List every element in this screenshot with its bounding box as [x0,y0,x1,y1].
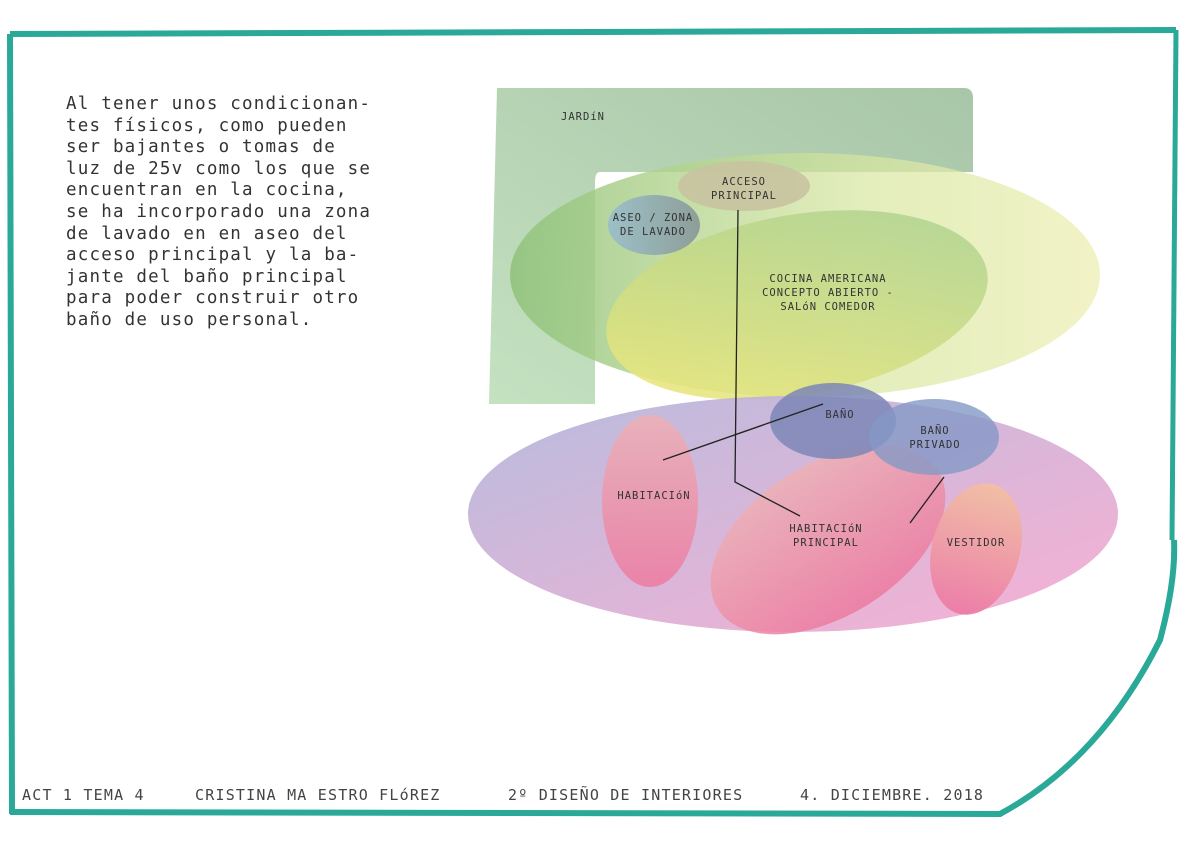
zone-vestidor [930,483,1022,615]
label-bano-privado-2: PRIVADO [909,439,960,451]
label-cocina-3: SALóN COMEDOR [780,301,875,313]
footer-course: 2º DISEÑO DE INTERIORES [508,786,744,804]
zone-cocina [606,210,988,400]
label-acceso-1: ACCESO [722,176,766,188]
label-aseo-2: DE LAVADO [620,226,686,238]
label-bano: BAÑO [825,408,854,421]
label-cocina-1: COCINA AMERICANA [769,273,886,285]
zone-acceso [678,161,810,211]
zone-bano-privado [869,399,999,475]
connection-lines [662,209,945,524]
description-text: Al tener unos condicionan- tes físicos, … [66,94,372,330]
label-jardin: JARDíN [561,111,605,123]
label-hab-principal-1: HABITACIóN [789,523,862,535]
label-habitacion: HABITACIóN [617,490,690,502]
label-cocina-2: CONCEPTO ABIERTO - [762,287,894,299]
zone-aseo [608,195,700,255]
label-acceso-2: PRINCIPAL [711,190,777,202]
zone-habitacion-principal [710,445,946,635]
label-vestidor: VESTIDOR [947,537,1006,549]
zone-bano [770,383,896,459]
label-aseo-1: ASEO / ZONA [613,212,694,224]
label-bano-privado-1: BAÑO [920,424,949,437]
footer-author: CRISTINA MA ESTRO FLóREZ [195,786,441,804]
footer-activity: ACT 1 TEMA 4 [22,786,145,804]
label-hab-principal-2: PRINCIPAL [793,537,859,549]
zone-habitacion [602,415,698,587]
page-frame [7,27,1179,818]
footer-date: 4. DICIEMBRE. 2018 [800,786,985,804]
